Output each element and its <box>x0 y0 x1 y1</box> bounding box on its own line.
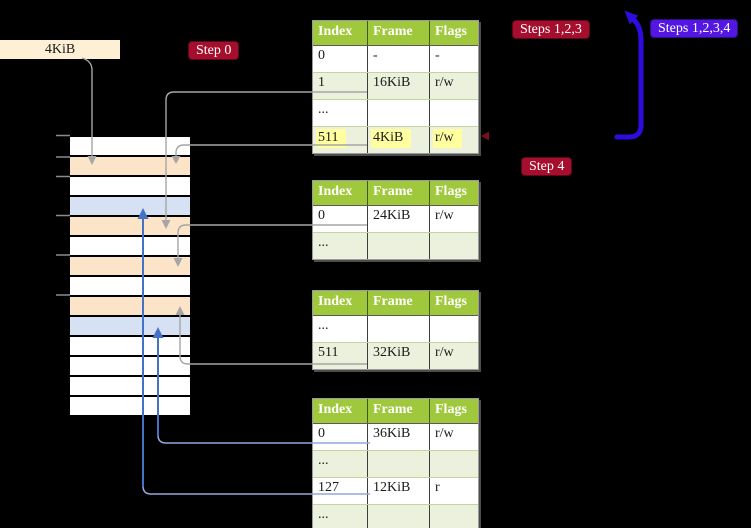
table-cell: 0 <box>318 208 325 223</box>
steps123-badge: Steps 1,2,3 <box>512 20 590 39</box>
table-row: 0 -- <box>313 46 478 72</box>
table-cell: 32KiB <box>367 343 429 369</box>
table-cell: 4KiB <box>367 127 429 153</box>
column-header-flags: Flags <box>429 399 478 423</box>
column-header-flags: Flags <box>429 181 478 205</box>
table-row: ... <box>313 450 478 477</box>
memory-frame-row-4kib <box>70 157 190 177</box>
column-header-index: Index <box>318 294 353 309</box>
highlighted-value: 4KiB <box>371 129 412 148</box>
memory-frame-row-48kib <box>70 377 190 397</box>
table-cell: 12KiB <box>367 478 429 504</box>
table-row: ... <box>313 504 478 528</box>
table-cell: - <box>429 46 478 72</box>
table-row: ... <box>313 99 478 126</box>
memory-frame-row-16kib <box>70 217 190 237</box>
column-header-frame: Frame <box>367 181 429 205</box>
memory-frame-row-12kib <box>70 197 190 217</box>
table-cell <box>429 233 478 259</box>
table-cell: 511 <box>318 345 339 360</box>
column-header-index: Index <box>318 24 353 39</box>
column-header-index: Index <box>318 184 353 199</box>
table-cell <box>429 451 478 477</box>
table-cell: ... <box>318 507 329 522</box>
step0-badge: Step 0 <box>188 41 240 60</box>
table-row: 511 4KiB r/w <box>313 126 478 153</box>
column-header-flags: Flags <box>429 291 478 315</box>
column-header-frame: Frame <box>367 399 429 423</box>
column-header-index: Index <box>318 402 353 417</box>
table-row: ... <box>313 316 478 342</box>
memory-frame-row-52kib <box>70 397 190 417</box>
step4-badge: Step 4 <box>521 157 573 176</box>
highlighted-value: 511 <box>316 129 347 148</box>
table-cell: ... <box>318 318 329 333</box>
table-cell <box>429 505 478 528</box>
table-cell <box>367 505 429 528</box>
table-cell: - <box>367 46 429 72</box>
table-cell: 0 <box>318 48 325 63</box>
memory-frame-row-44kib <box>70 357 190 377</box>
memory-frame-row-20kib <box>70 237 190 257</box>
physical-memory-strip <box>70 135 190 417</box>
memory-frame-row-24kib <box>70 257 190 277</box>
table-cell: r/w <box>429 73 478 99</box>
table-row: ... <box>313 232 478 259</box>
table-cell: 16KiB <box>367 73 429 99</box>
column-header-flags: Flags <box>429 21 478 45</box>
recursion-arrow-shaft <box>614 17 644 140</box>
table-cell <box>367 451 429 477</box>
arrowhead-upleft-icon <box>624 10 639 25</box>
memory-frame-row-32kib <box>70 297 190 317</box>
column-header-frame: Frame <box>367 21 429 45</box>
table-cell: 0 <box>318 426 325 441</box>
memory-frame-row-8kib <box>70 177 190 197</box>
table-cell <box>367 316 429 342</box>
memory-frame-row-36kib <box>70 317 190 337</box>
table-cell: 127 <box>318 480 339 495</box>
memory-tick-marks <box>56 134 70 296</box>
recursion-arrow <box>614 10 644 140</box>
memory-frame-row-0kib <box>70 135 190 157</box>
size-label-box: 4KiB <box>0 40 120 59</box>
table-cell: r/w <box>429 343 478 369</box>
table-cell: r <box>429 478 478 504</box>
table-cell: ... <box>318 235 329 250</box>
table-cell <box>367 233 429 259</box>
table-cell: 36KiB <box>367 424 429 450</box>
memory-frame-row-40kib <box>70 337 190 357</box>
table-cell: r/w <box>429 206 478 232</box>
arrowhead-left-icon <box>481 131 489 141</box>
memory-frame-row-28kib <box>70 277 190 297</box>
table-cell: r/w <box>429 127 478 153</box>
table-cell: 24KiB <box>367 206 429 232</box>
steps1234-badge: Steps 1,2,3,4 <box>650 19 739 38</box>
table-cell: ... <box>318 453 329 468</box>
table-cell <box>429 316 478 342</box>
column-header-frame: Frame <box>367 291 429 315</box>
table-cell <box>367 100 429 126</box>
table-cell: 511 <box>313 127 367 153</box>
table-cell: ... <box>318 102 329 117</box>
table-cell: r/w <box>429 424 478 450</box>
table-cell <box>429 100 478 126</box>
table-cell: 1 <box>318 75 325 90</box>
highlighted-value: r/w <box>433 129 462 148</box>
